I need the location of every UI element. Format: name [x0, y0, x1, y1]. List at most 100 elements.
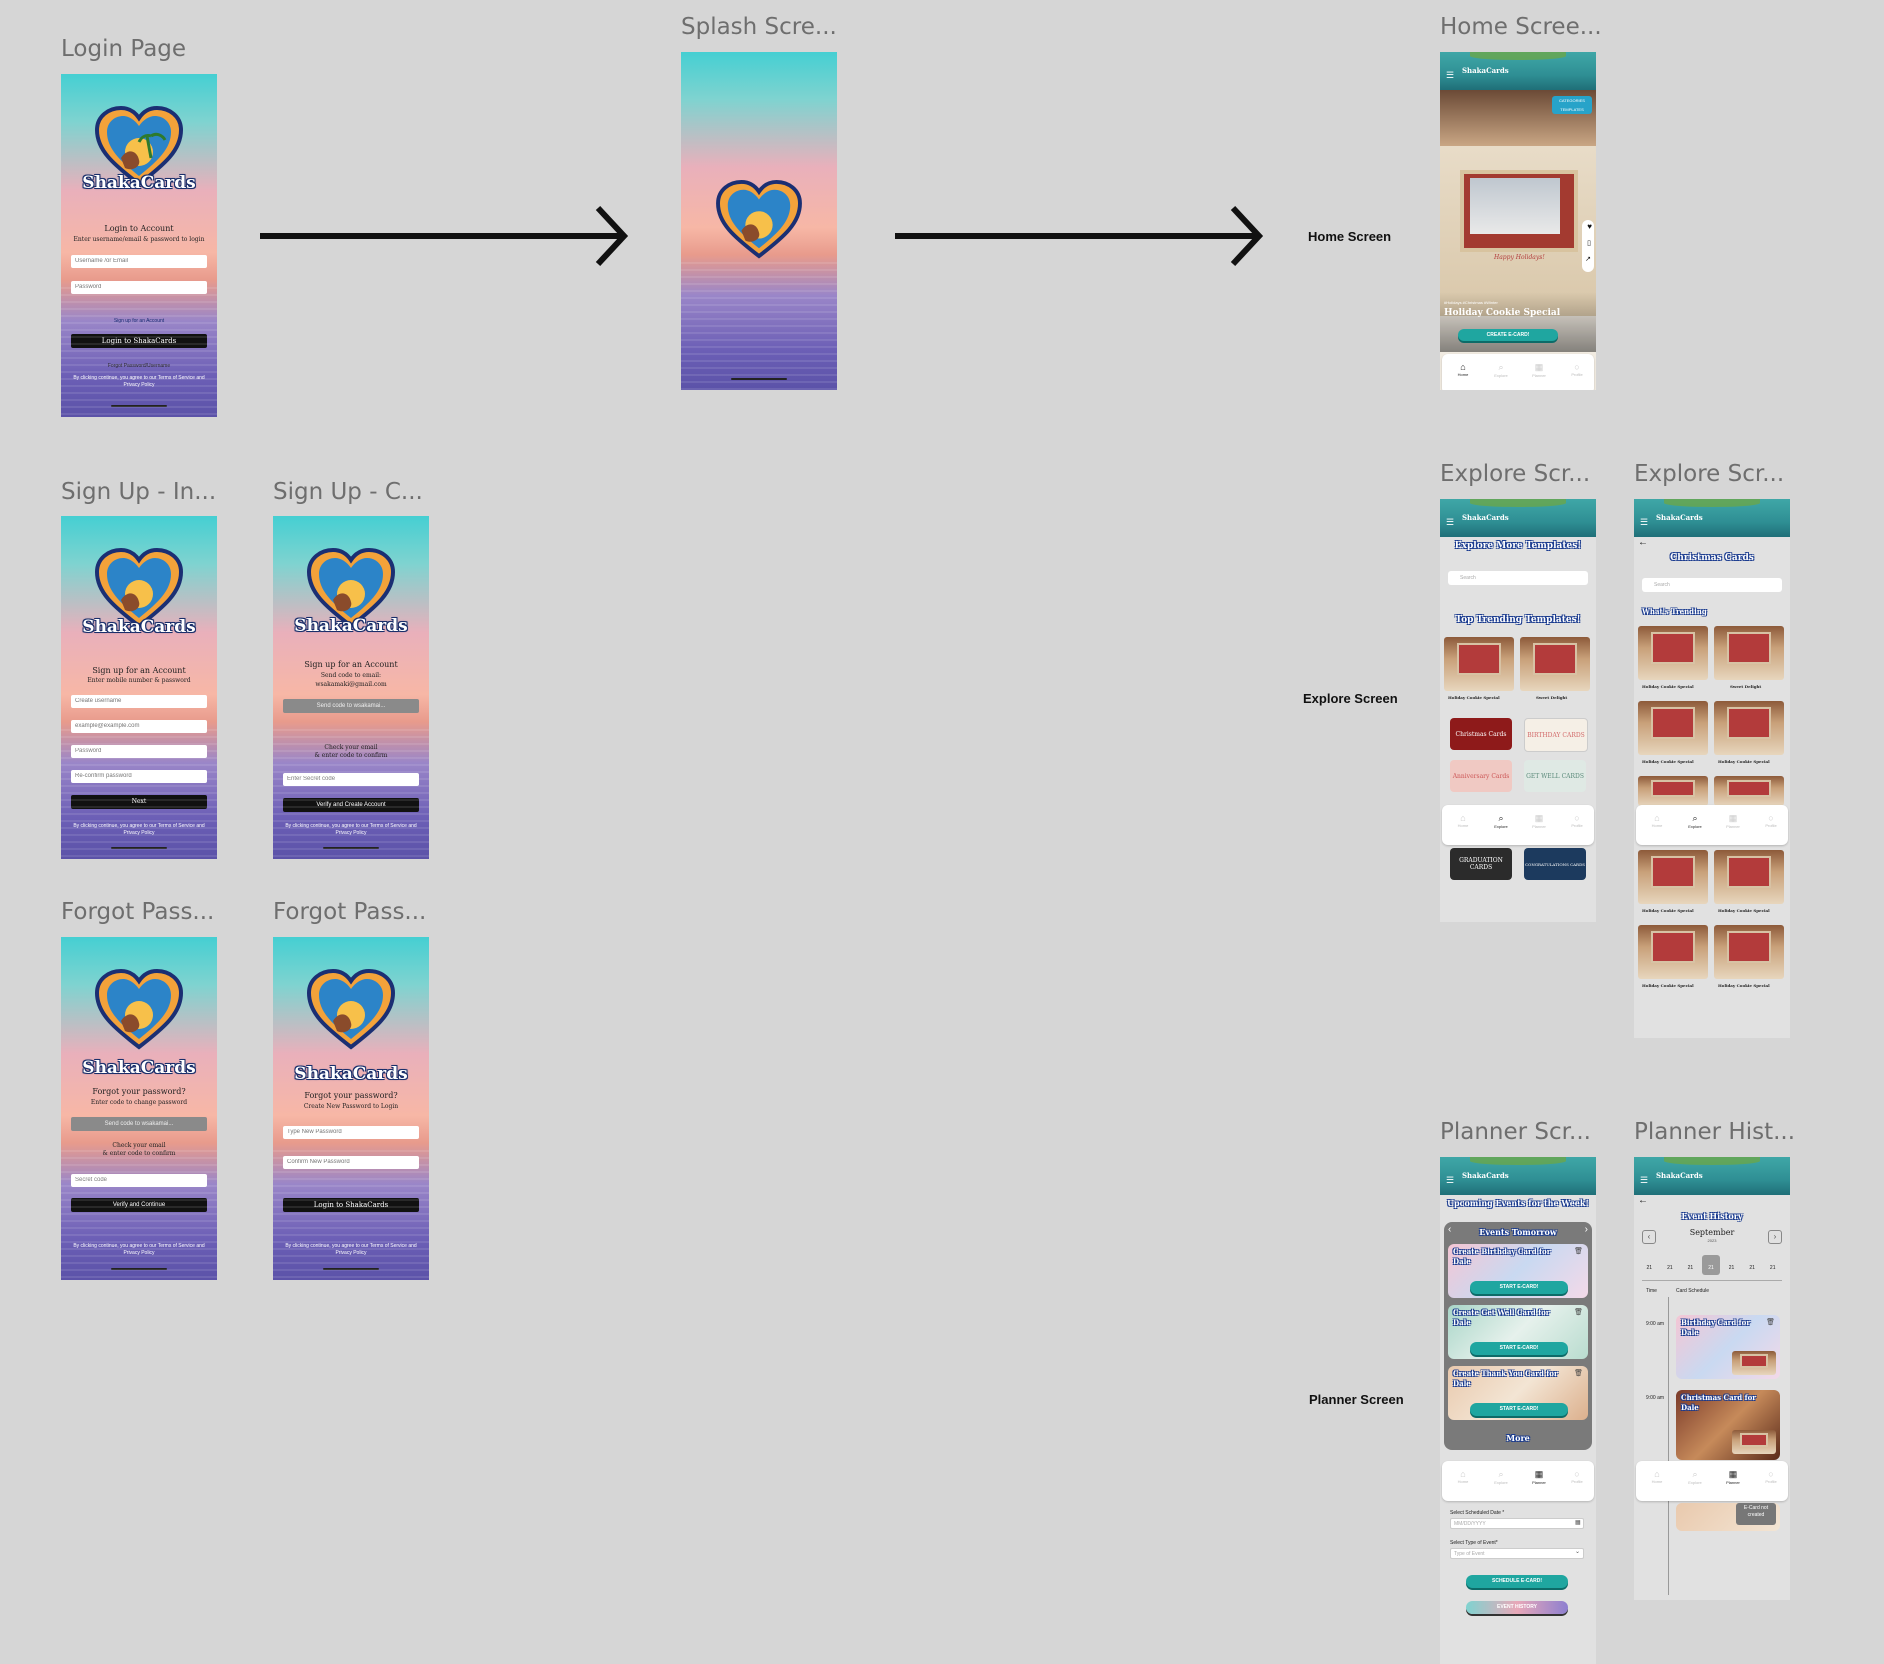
chevron-left-icon[interactable]: ‹ [1448, 1224, 1452, 1235]
nav-home[interactable]: ⌂Home [1448, 1469, 1478, 1484]
template-thumb[interactable] [1638, 776, 1708, 806]
category-tile-christmas[interactable]: Christmas Cards [1450, 718, 1512, 750]
verify-create-button[interactable]: Verify and Create Account [283, 798, 419, 812]
menu-icon[interactable]: ☰ [1446, 1175, 1455, 1185]
chevron-left-icon[interactable]: ‹ [1642, 1230, 1656, 1244]
day-cell[interactable]: 21 [1646, 1265, 1653, 1271]
next-button[interactable]: Next [71, 795, 207, 809]
template-thumb[interactable] [1444, 637, 1514, 691]
bookmark-icon[interactable]: ▯ [1587, 240, 1591, 247]
chevron-right-icon[interactable]: › [1768, 1230, 1782, 1244]
day-cell[interactable]: 21 [1687, 1265, 1694, 1271]
email-input[interactable] [71, 720, 207, 733]
nav-profile[interactable]: ○Profile [1562, 813, 1592, 828]
history-card[interactable]: E-Card not created [1676, 1503, 1780, 1531]
nav-explore[interactable]: ⌕Explore [1486, 362, 1516, 378]
secret-code-input[interactable] [283, 773, 419, 786]
category-tile-birthday[interactable]: BIRTHDAY CARDS [1524, 718, 1588, 752]
password-input[interactable] [71, 281, 207, 294]
menu-icon[interactable]: ☰ [1640, 1175, 1649, 1185]
nav-planner[interactable]: ▦Planner [1524, 813, 1554, 829]
day-cell[interactable]: 21 [1667, 1265, 1673, 1271]
nav-home[interactable]: ⌂Home [1448, 362, 1478, 377]
menu-icon[interactable]: ☰ [1446, 70, 1455, 80]
trash-icon[interactable]: 🗑 [1574, 1309, 1583, 1316]
day-cell[interactable]: 21 [1769, 1265, 1776, 1271]
history-card[interactable]: Christmas Card for Dale [1676, 1390, 1780, 1460]
calendar-icon[interactable]: ▦ [1575, 1520, 1581, 1526]
nav-profile[interactable]: ○Profile [1562, 1469, 1592, 1484]
menu-icon[interactable]: ☰ [1640, 517, 1649, 527]
nav-planner[interactable]: ▦Planner [1718, 1469, 1748, 1485]
confirm-password-input[interactable] [71, 770, 207, 783]
username-input[interactable] [71, 255, 207, 268]
template-thumb[interactable] [1714, 850, 1784, 904]
template-thumb[interactable] [1638, 626, 1708, 680]
start-ecard-button[interactable]: START E-CARD! [1470, 1281, 1568, 1294]
template-thumb[interactable] [1714, 925, 1784, 979]
day-cell[interactable]: 21 [1701, 1255, 1721, 1275]
create-ecard-button[interactable]: CREATE E-CARD! [1458, 329, 1558, 341]
day-cell[interactable]: 21 [1749, 1265, 1755, 1271]
confirm-password-input[interactable] [283, 1156, 419, 1169]
nav-explore[interactable]: ⌕Explore [1680, 813, 1710, 829]
nav-planner[interactable]: ▦Planner [1524, 1469, 1554, 1485]
event-title: Create Birthday Card for Dale [1453, 1247, 1551, 1266]
template-thumb[interactable] [1638, 701, 1708, 755]
back-arrow-icon[interactable]: ← [1638, 1195, 1648, 1206]
nav-planner[interactable]: ▦Planner [1524, 362, 1554, 378]
chevron-right-icon[interactable]: › [1584, 1224, 1588, 1235]
nav-home[interactable]: ⌂Home [1642, 1469, 1672, 1484]
template-thumb[interactable] [1714, 776, 1784, 806]
verify-continue-button[interactable]: Verify and Continue [71, 1198, 207, 1212]
secret-code-input[interactable] [71, 1174, 207, 1187]
nav-planner[interactable]: ▦Planner [1718, 813, 1748, 829]
start-ecard-button[interactable]: START E-CARD! [1470, 1342, 1568, 1355]
nav-explore[interactable]: ⌕Explore [1680, 1469, 1710, 1485]
date-input[interactable]: MM/DD/YYYY [1450, 1518, 1584, 1529]
template-thumb[interactable] [1638, 925, 1708, 979]
event-type-select[interactable]: Type of Event [1450, 1548, 1584, 1559]
nav-profile[interactable]: ○Profile [1756, 1469, 1786, 1484]
menu-icon[interactable]: ☰ [1446, 517, 1455, 527]
nav-explore[interactable]: ⌕Explore [1486, 813, 1516, 829]
signup-link[interactable]: Sign up for an Account [113, 318, 165, 324]
nav-profile[interactable]: ○Profile [1562, 362, 1592, 377]
login-button[interactable]: Login to ShakaCards [283, 1198, 419, 1212]
password-input[interactable] [71, 745, 207, 758]
share-icon[interactable]: ↗ [1585, 256, 1591, 263]
event-history-button[interactable]: EVENT HISTORY [1466, 1601, 1568, 1614]
category-tile-congrats[interactable]: CONGRATULATIONS CARDS [1524, 848, 1586, 880]
trash-icon[interactable]: 🗑 [1766, 1319, 1775, 1326]
nav-explore[interactable]: ⌕Explore [1486, 1469, 1516, 1485]
send-code-button[interactable]: Send code to wsakamai... [71, 1117, 207, 1131]
template-thumb[interactable] [1714, 626, 1784, 680]
login-button[interactable]: Login to ShakaCards [71, 334, 207, 348]
create-username-input[interactable] [71, 695, 207, 708]
heart-icon[interactable]: ♥ [1587, 222, 1592, 231]
nav-home[interactable]: ⌂Home [1448, 813, 1478, 828]
trash-icon[interactable]: 🗑 [1574, 1248, 1583, 1255]
schedule-ecard-button[interactable]: SCHEDULE E-CARD! [1466, 1575, 1568, 1588]
start-ecard-button[interactable]: START E-CARD! [1470, 1403, 1568, 1416]
search-input[interactable]: Search [1448, 571, 1588, 585]
categories-button[interactable]: CATEGORIES TEMPLATES [1552, 96, 1592, 114]
nav-profile[interactable]: ○Profile [1756, 813, 1786, 828]
template-thumb[interactable] [1520, 637, 1590, 691]
bottom-nav: ⌂Home ⌕Explore ▦Planner ○Profile [1442, 354, 1594, 390]
back-arrow-icon[interactable]: ← [1638, 537, 1648, 548]
send-code-button[interactable]: Send code to wsakamai... [283, 699, 419, 713]
search-input[interactable]: Search [1642, 578, 1782, 592]
forgot-link[interactable]: Forgot Password/Username [107, 363, 171, 369]
day-cell[interactable]: 21 [1728, 1265, 1735, 1271]
template-thumb[interactable] [1638, 850, 1708, 904]
history-card[interactable]: Birthday Card for Dale 🗑 [1676, 1315, 1780, 1379]
trash-icon[interactable]: 🗑 [1574, 1370, 1583, 1377]
more-link[interactable]: More [1506, 1433, 1530, 1443]
new-password-input[interactable] [283, 1126, 419, 1139]
category-tile-get-well[interactable]: GET WELL CARDS [1524, 760, 1586, 792]
template-thumb[interactable] [1714, 701, 1784, 755]
category-tile-anniversary[interactable]: Anniversary Cards [1450, 760, 1512, 792]
category-tile-graduation[interactable]: GRADUATION CARDS [1450, 848, 1512, 880]
nav-home[interactable]: ⌂Home [1642, 813, 1672, 828]
